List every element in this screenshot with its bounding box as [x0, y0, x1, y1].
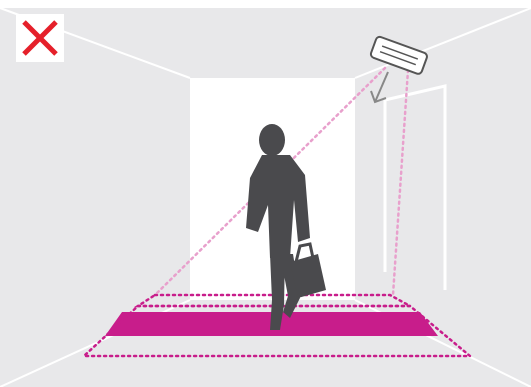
view-line-right [391, 68, 410, 297]
right-wall [355, 8, 531, 387]
camera-sensor-icon [369, 35, 428, 75]
person-silhouette [246, 124, 326, 330]
door-frame [383, 84, 447, 290]
edge-top-right [354, 7, 531, 79]
left-wall [0, 8, 190, 387]
coverage-area-outline [80, 304, 474, 358]
cross-icon [16, 14, 64, 62]
arrow-down-left-icon [370, 71, 389, 104]
